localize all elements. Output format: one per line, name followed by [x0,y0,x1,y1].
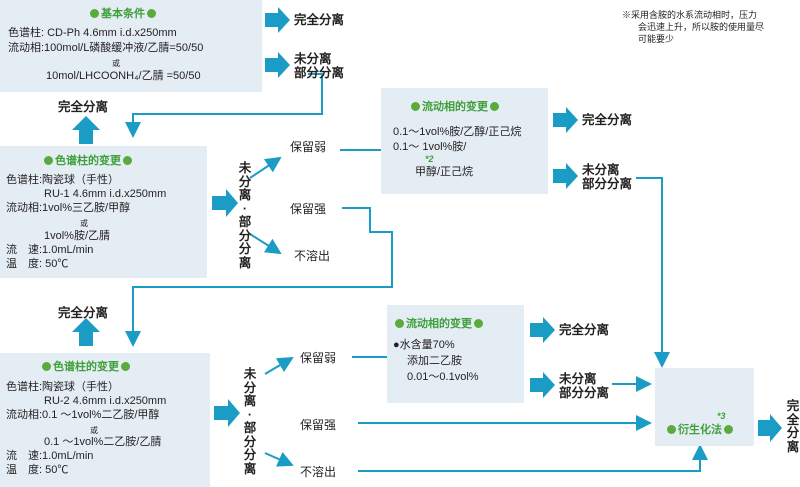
block-arrow-deriv-full [758,414,782,442]
mobile1-option-1: 0.1～1vol%胺/乙醇/正己烷 [393,126,522,138]
mobile-phase-change-2-box: 流动相的变更 ●水含量70% 添加二乙胺 0.01～0.1vol% [387,305,524,403]
column2-retention-weak: 保留弱 [300,351,337,365]
column2-temperature: 温 度: 50℃ [6,464,69,476]
column2-flow-rate: 流 速:1.0mL/min [6,450,94,462]
column1-mobile-phase: 流动相:1vol%三乙胺/甲醇 [6,202,131,214]
block-arrow-mobile2-partial [530,372,555,398]
bullet-dot-icon [121,362,130,371]
bullet-dot-icon [395,319,404,328]
column-change-2-header: 色谱柱的变更 [40,358,132,374]
column1-insoluble: 不溶出 [294,249,331,263]
connector-to-weak2 [264,356,294,375]
block-arrow-column2-up [72,318,100,346]
column2-retention-strong: 保留强 [300,418,337,432]
connector-strong1-to-column2 [125,207,393,347]
block-arrow-column1-up [72,116,100,144]
mobile2-concentration: 0.01～0.1vol% [407,371,479,383]
connector-mobile1-partial-to-deriv [636,177,670,368]
column2-column-spec: RU-2 4.6mm i.d.x250mm [44,395,167,407]
mobile2-not-separated: 未分离 [559,372,597,386]
column2-mobile-phase: 流动相:0.1 ～1vol%二乙胺/甲醇 [6,409,160,421]
column2-insoluble: 不溶出 [300,465,337,479]
column1-retention-weak: 保留弱 [290,140,327,154]
block-arrow-basic-full [265,7,290,33]
connector-to-insoluble2 [264,452,294,467]
basic-not-separated: 未分离 [294,52,332,66]
bullet-dot-icon [90,9,99,18]
column2-not-partial-separation: 未分离·部分分离 [243,367,257,476]
column1-retention-strong: 保留强 [290,202,327,216]
bullet-dot-icon [724,425,733,434]
bullet-dot-icon [474,319,483,328]
column2-or: 或 [90,426,98,435]
derivatization-box: *3 衍生化法 [655,368,754,446]
column-change-1-header: 色谱柱的变更 [42,152,134,168]
deriv-full-separation: 完全分离 [786,399,800,454]
basic-conditions-box: 基本条件 色谱柱: CD-Ph 4.6mm i.d.x250mm 流动相:100… [0,0,262,92]
basic-or: 或 [112,59,120,68]
column-change-2-box: 色谱柱的变更 色谱柱:陶瓷球（手性） RU-2 4.6mm i.d.x250mm… [0,353,210,487]
mobile1-not-separated: 未分离 [582,163,620,177]
footnote-line-3: 可能要少 [638,34,675,44]
column1-column: 色谱柱:陶瓷球（手性） [6,174,120,186]
footnote-line-1: ※采用含胺的水系流动相时，压力 [622,10,758,20]
basic-column: 色谱柱: CD-Ph 4.6mm i.d.x250mm [8,27,177,39]
column1-column-spec: RU-1 4.6mm i.d.x250mm [44,188,167,200]
connector-to-weak1 [249,156,282,179]
block-arrow-column1 [212,189,238,217]
mobile-phase-change-1-header: 流动相的变更 [409,98,501,114]
block-arrow-column2 [214,399,240,427]
basic-partial-separated: 部分分离 [294,66,345,80]
basic-mobile-phase: 流动相:100mol/L磷酸缓冲液/乙腈=50/50 [8,42,204,54]
column1-full-separation: 完全分离 [58,100,109,114]
connector-to-insoluble1 [249,233,282,255]
mobile1-option-2: 0.1～ 1vol%胺/ [393,141,467,153]
derivatization-header: 衍生化法 [665,421,735,437]
deriv-footnote-mark: *3 [717,411,726,421]
basic-full-separation: 完全分离 [294,13,345,27]
connector-insoluble2-to-deriv [358,444,708,472]
bullet-dot-icon [411,102,420,111]
column1-temperature: 温 度: 50℃ [6,258,69,270]
column1-or: 或 [80,219,88,228]
block-arrow-basic-partial [265,52,290,78]
column1-flow-rate: 流 速:1.0mL/min [6,244,94,256]
mobile1-full-separation: 完全分离 [582,113,633,127]
bullet-dot-icon [44,156,53,165]
bullet-dot-icon [123,156,132,165]
mobile1-partial-separated: 部分分离 [582,177,633,191]
mobile2-water-content: ●水含量70% [393,339,455,351]
bullet-dot-icon [147,9,156,18]
mobile2-partial-separated: 部分分离 [559,386,610,400]
bullet-dot-icon [490,102,499,111]
column2-full-separation: 完全分离 [58,306,109,320]
block-arrow-mobile2-full [530,317,555,343]
mobile-phase-change-2-header: 流动相的变更 [393,315,485,331]
bullet-dot-icon [42,362,51,371]
mobile2-add-diethylamine: 添加二乙胺 [407,355,462,367]
block-arrow-mobile1-full [553,107,578,133]
connector-basic-to-column1 [125,73,323,138]
mobile1-footnote-mark: *2 [425,154,434,164]
basic-conditions-header: 基本条件 [88,5,158,21]
column1-mobile-phase-alt: 1vol%胺/乙腈 [44,230,111,242]
footnote-line-2: 会迅速上升，所以胺的使用量尽 [638,22,765,32]
mobile1-option-2-cont: 甲醇/正己烷 [415,166,474,178]
basic-mobile-phase-alt: 10mol/LHCOONH₄/乙腈 =50/50 [46,70,201,82]
column2-column: 色谱柱:陶瓷球（手性） [6,381,120,393]
mobile2-full-separation: 完全分离 [559,323,610,337]
column2-mobile-phase-alt: 0.1 ～1vol%二乙胺/乙腈 [44,436,162,448]
column-change-1-box: 色谱柱的变更 色谱柱:陶瓷球（手性） RU-1 4.6mm i.d.x250mm… [0,146,207,278]
column1-not-partial-separation: 未分离·部分分离 [238,161,252,270]
block-arrow-mobile1-partial [553,163,578,189]
mobile-phase-change-1-box: 流动相的变更 0.1～1vol%胺/乙醇/正己烷 0.1～ 1vol%胺/ *2… [381,88,548,194]
bullet-dot-icon [667,425,676,434]
